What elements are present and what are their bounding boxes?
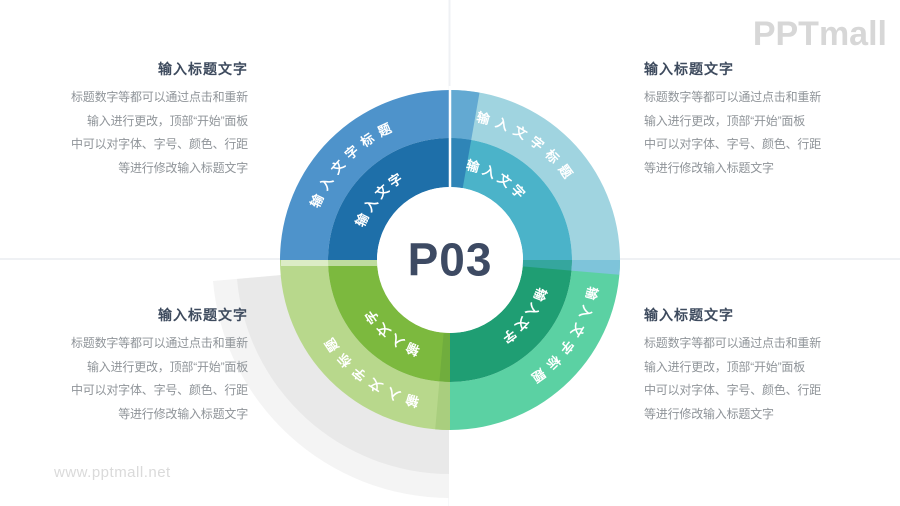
center-circle [377, 187, 523, 333]
section-body-line: 标题数字等都可以通过点击和重新 [70, 336, 248, 350]
section-body-line: 等进行修改输入标题文字 [644, 160, 774, 175]
section-body-line: 等进行修改输入标题文字 [118, 406, 248, 421]
section-body-line: 等进行修改输入标题文字 [644, 406, 774, 421]
overlap-wedge-right-inner [522, 260, 572, 271]
section-top-left: 输入标题文字 标题数字等都可以通过点击和重新 输入进行更改，顶部“开始”面板 中… [70, 60, 248, 180]
section-title: 输入标题文字 [158, 307, 248, 323]
section-body-line: 输入进行更改，顶部“开始”面板 [644, 359, 805, 374]
section-title: 输入标题文字 [644, 61, 734, 77]
overlap-band-left [281, 260, 377, 266]
center-step-label: P03 [407, 233, 493, 286]
overlap-wedge-bottom-outer [435, 381, 450, 431]
ring-segment-bottom-right-inner [450, 260, 572, 382]
overlap-wedge-top-outer [450, 90, 480, 140]
overlap-wedge-right-outer [571, 260, 621, 275]
watermark-url: www.pptmall.net [54, 464, 171, 481]
ring-segment-bottom-left-outer [280, 260, 450, 430]
overlap-wedge-bottom-inner [439, 333, 450, 382]
pptmall-logo: PPTmall [752, 15, 887, 53]
section-body-line: 中可以对字体、字号、颜色、行距 [70, 383, 248, 397]
section-body-line: 输入进行更改，顶部“开始”面板 [87, 359, 248, 374]
section-body-line: 输入进行更改，顶部“开始”面板 [87, 113, 248, 128]
section-body-line: 标题数字等都可以通过点击和重新 [644, 90, 822, 104]
ring-segment-bottom-left-inner [328, 260, 450, 382]
ring-segment-top-right-inner [450, 138, 572, 260]
section-body-line: 中可以对字体、字号、颜色、行距 [70, 137, 248, 151]
section-body-line: 标题数字等都可以通过点击和重新 [70, 90, 248, 104]
section-body-line: 中可以对字体、字号、颜色、行距 [644, 137, 822, 151]
section-body-line: 输入进行更改，顶部“开始”面板 [644, 113, 805, 128]
section-title: 输入标题文字 [158, 61, 248, 77]
section-title: 输入标题文字 [644, 307, 734, 323]
ring-segment-top-left-outer [280, 90, 450, 260]
section-bottom-right: 输入标题文字 标题数字等都可以通过点击和重新 输入进行更改，顶部“开始”面板 中… [644, 306, 822, 426]
ring-segment-top-right-outer [450, 90, 620, 260]
section-body-line: 中可以对字体、字号、颜色、行距 [644, 383, 822, 397]
ring-segment-top-left-inner [328, 138, 450, 260]
section-body-line: 等进行修改输入标题文字 [118, 160, 248, 175]
ring-segment-bottom-right-outer [450, 260, 620, 430]
section-body-line: 标题数字等都可以通过点击和重新 [644, 336, 822, 350]
section-bottom-left: 输入标题文字 标题数字等都可以通过点击和重新 输入进行更改，顶部“开始”面板 中… [70, 306, 248, 426]
section-top-right: 输入标题文字 标题数字等都可以通过点击和重新 输入进行更改，顶部“开始”面板 中… [644, 60, 822, 180]
overlap-wedge-top-inner [450, 138, 472, 189]
